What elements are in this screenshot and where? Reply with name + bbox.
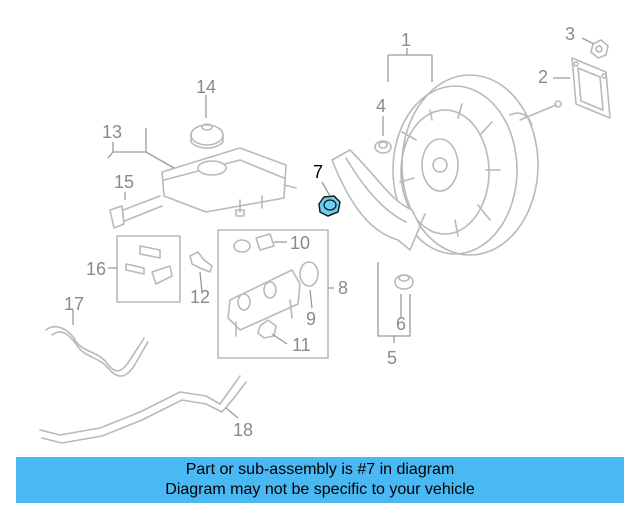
callout-7: 7 [313,162,323,182]
callout-12: 12 [190,287,210,307]
leader-lines [72,37,595,419]
fluid-reservoir [161,147,297,217]
callout-5: 5 [387,348,397,368]
reservoir-cap [190,123,224,149]
master-cylinder [227,269,301,337]
callout-13: 13 [102,122,122,142]
callout-1: 1 [401,30,411,50]
callout-10: 10 [290,233,310,253]
retaining-pin [109,195,163,229]
callout-9: 9 [306,309,316,329]
grommet-10 [255,233,275,251]
nut [590,39,609,59]
callout-17: 17 [64,294,84,314]
banner-line-part: Part or sub-assembly is #7 in diagram [185,461,455,478]
callout-18: 18 [233,420,253,440]
o-ring [299,261,319,287]
sensor-components [125,245,173,285]
callout-11: 11 [292,335,311,355]
sensor-group-box [116,235,181,303]
callout-14: 14 [196,77,216,97]
brake-line-18 [39,375,241,436]
highlighted-part-7 [318,195,341,217]
callout-16: 16 [86,259,106,279]
callout-6: 6 [396,314,406,334]
callout-4: 4 [376,96,386,116]
callout-8: 8 [338,278,348,298]
banner-line-disclaimer: Diagram may not be specific to your vehi… [165,481,475,498]
callout-labels: 1 2 3 4 5 6 7 8 9 10 11 12 13 14 15 16 1… [64,24,575,440]
grommet [394,274,414,290]
gasket [571,57,611,119]
seal-cap [233,239,251,253]
info-banner: Part or sub-assembly is #7 in diagram Di… [16,457,624,503]
callout-3: 3 [565,24,575,44]
master-cylinder-box [217,229,329,359]
brake-line-17 [45,325,145,372]
bolt [189,251,213,273]
callout-15: 15 [114,172,134,192]
callout-2: 2 [538,67,548,87]
brake-booster [392,74,562,256]
